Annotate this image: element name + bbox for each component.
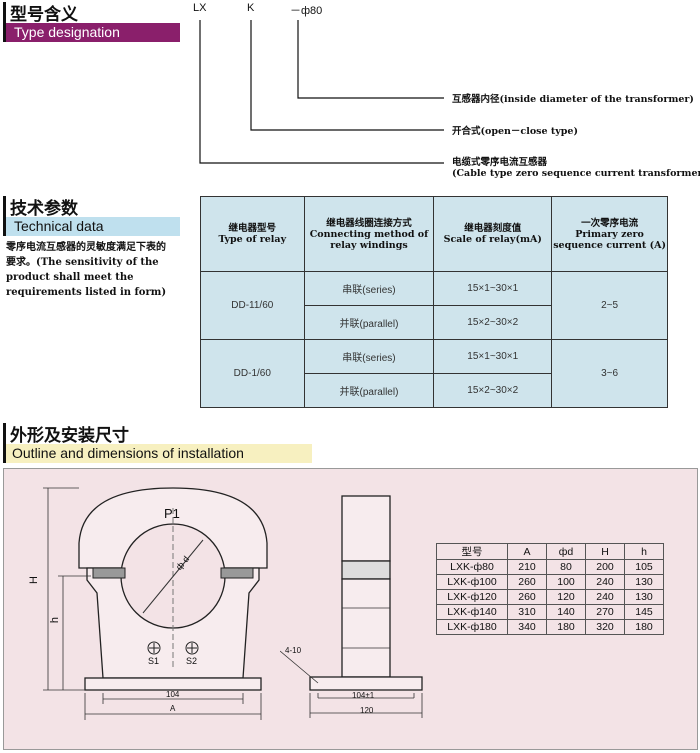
phid-cell: 140 <box>546 604 586 620</box>
section-rule <box>3 2 6 42</box>
header-H: H <box>585 543 625 560</box>
header-phid: фd <box>546 543 586 560</box>
desc-cable-type-en: (Cable type zero sequence current transf… <box>452 168 700 179</box>
model-cell: LXK-ф100 <box>436 574 508 590</box>
header-A: A <box>507 543 547 560</box>
phid-cell: 100 <box>546 574 586 590</box>
relay-type-cell: DD-1/60 <box>200 339 305 408</box>
phid-cell: 180 <box>546 619 586 635</box>
phid-cell: 80 <box>546 559 586 575</box>
tech-title-en: Technical data <box>6 217 180 236</box>
table-row: DD-1/60 串联(series) 15×1~30×1 3~6 <box>200 339 668 408</box>
scale-cell: 15×1~30×1 <box>433 271 553 306</box>
model-title-en: Type designation <box>6 23 180 42</box>
scale-cell: 15×1~30×1 <box>433 339 553 374</box>
a-cell: 210 <box>507 559 547 575</box>
phid-cell: 120 <box>546 589 586 605</box>
front-view-drawing <box>43 487 268 720</box>
H-cell: 240 <box>585 574 625 590</box>
method-cell: 串联(series) <box>303 339 435 374</box>
scale-cell: 15×2~30×2 <box>433 305 553 340</box>
h-cell: 130 <box>624 574 664 590</box>
table-row: LXK-ф120 260 120 240 130 <box>436 589 664 605</box>
table-row: 并联(parallel) 15×2~30×2 <box>201 373 668 408</box>
tech-title-cn: 技术参数 <box>10 199 78 219</box>
scale-cell: 15×2~30×2 <box>433 373 553 408</box>
h-cell: 130 <box>624 589 664 605</box>
model-code-phi: －ф80 <box>290 5 323 17</box>
table-row: LXK-ф100 260 100 240 130 <box>436 574 664 590</box>
method-cell: 串联(series) <box>303 271 435 306</box>
model-cell: LXK-ф140 <box>436 604 508 620</box>
a-cell: 260 <box>507 589 547 605</box>
label-120: 120 <box>360 706 374 715</box>
a-cell: 260 <box>507 574 547 590</box>
table-header-row: 型号 A фd H h <box>436 543 664 560</box>
outline-title-cn: 外形及安装尺寸 <box>10 426 129 446</box>
header-model: 型号 <box>436 543 508 560</box>
side-view-drawing <box>280 495 423 718</box>
model-cell: LXK-ф80 <box>436 559 508 575</box>
model-code-k: K <box>247 2 255 14</box>
label-104: 104 <box>166 690 180 699</box>
h-cell: 180 <box>624 619 664 635</box>
a-cell: 340 <box>507 619 547 635</box>
table-row: LXK-ф80 210 80 200 105 <box>436 559 664 575</box>
section-rule <box>3 423 6 463</box>
label-s1: S1 <box>148 656 160 666</box>
h-cell: 145 <box>624 604 664 620</box>
current-cell: 2~5 <box>551 271 668 340</box>
desc-inner-diameter: 互感器内径(inside diameter of the transformer… <box>452 94 694 105</box>
model-code-lx: LX <box>193 2 207 14</box>
relay-type-cell: DD-11/60 <box>200 271 305 340</box>
label-104-tol: 104±1 <box>352 691 375 700</box>
H-cell: 200 <box>585 559 625 575</box>
method-cell: 并联(parallel) <box>303 373 435 408</box>
table-row: LXK-ф140 310 140 270 145 <box>436 604 664 620</box>
dimensions-table: 型号 A фd H h LXK-ф80 210 80 200 105 LXK-ф… <box>436 543 664 635</box>
label-H: H <box>27 576 40 584</box>
header-h: h <box>624 543 664 560</box>
desc-open-close: 开合式(open－close type) <box>452 126 578 137</box>
section-rule <box>3 196 6 236</box>
H-cell: 240 <box>585 589 625 605</box>
current-cell: 3~6 <box>551 339 668 408</box>
H-cell: 320 <box>585 619 625 635</box>
model-cell: LXK-ф120 <box>436 589 508 605</box>
h-cell: 105 <box>624 559 664 575</box>
desc-cable-type-cn: 电缆式零序电流互感器 <box>452 157 548 168</box>
label-s2: S2 <box>186 656 198 666</box>
sensitivity-note: 零序电流互感器的灵敏度满足下表的要求。(The sensitivity of t… <box>6 242 167 298</box>
label-A: A <box>170 704 176 713</box>
label-h: h <box>49 616 62 624</box>
model-cell: LXK-ф180 <box>436 619 508 635</box>
model-title-cn: 型号含义 <box>10 5 78 25</box>
method-cell: 并联(parallel) <box>303 305 435 340</box>
outline-title-en: Outline and dimensions of installation <box>6 444 312 463</box>
a-cell: 310 <box>507 604 547 620</box>
table-row: LXK-ф180 340 180 320 180 <box>436 619 664 635</box>
H-cell: 270 <box>585 604 625 620</box>
table-row: 并联(parallel) 15×2~30×2 <box>201 305 668 340</box>
label-p1: P1 <box>164 506 180 521</box>
model-leader-lines <box>199 20 444 164</box>
label-hole: 4-10 <box>285 646 302 655</box>
table-row: DD-11/60 串联(series) 15×1~30×1 2~5 <box>200 271 668 340</box>
